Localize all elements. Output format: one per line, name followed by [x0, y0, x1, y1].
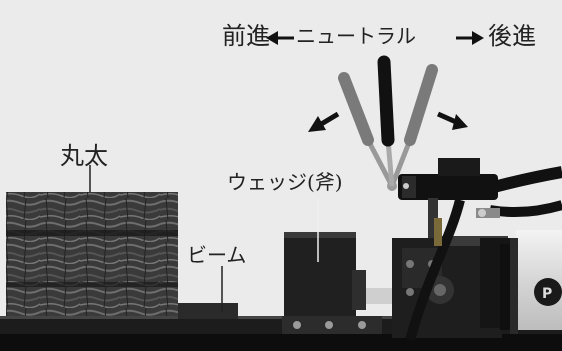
arrow-right-icon — [436, 111, 468, 130]
reverse-label: 後進 — [488, 22, 536, 50]
lever-forward-position — [338, 72, 395, 188]
lever-reverse-position — [389, 64, 438, 187]
arrow-left-icon — [308, 111, 340, 132]
wedge-label: ウェッジ(斧) — [227, 170, 343, 194]
lever-neutral-position[interactable] — [377, 55, 395, 187]
arrow-right-icon — [456, 31, 484, 45]
hydraulic-unit: P — [366, 230, 562, 338]
beam-label: ビーム — [187, 243, 247, 267]
arrow-left-icon — [266, 31, 294, 45]
neutral-label: ニュートラル — [296, 24, 416, 48]
control-valve — [387, 158, 562, 342]
svg-text:P: P — [542, 286, 552, 302]
log — [6, 192, 178, 318]
forward-label: 前進 — [222, 22, 270, 50]
wedge — [282, 232, 382, 334]
log-label: 丸太 — [60, 142, 108, 170]
